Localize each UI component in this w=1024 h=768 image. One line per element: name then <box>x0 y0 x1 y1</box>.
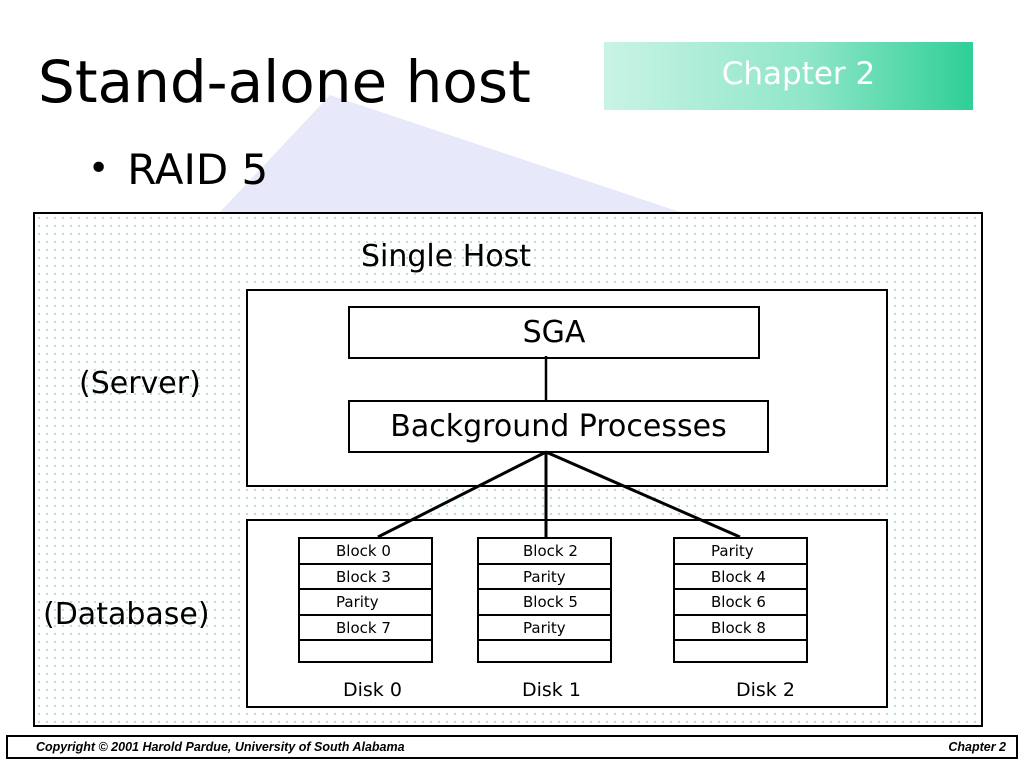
block-cell <box>479 641 610 667</box>
chapter-badge: Chapter 2 <box>604 42 973 110</box>
block-cell: Block 6 <box>675 590 806 616</box>
database-label: (Database) <box>43 597 210 632</box>
block-cell <box>300 641 431 667</box>
block-cell: Parity <box>479 616 610 642</box>
background-processes-label: Background Processes <box>390 409 727 444</box>
block-cell: Block 4 <box>675 565 806 591</box>
block-cell: Parity <box>675 539 806 565</box>
block-cell: Block 5 <box>479 590 610 616</box>
disk-0: Block 0 Block 3 Parity Block 7 <box>298 537 433 663</box>
bullet-dot-icon: • <box>88 148 110 189</box>
footer-bar: Copyright © 2001 Harold Pardue, Universi… <box>6 735 1018 759</box>
block-cell: Block 2 <box>479 539 610 565</box>
block-cell: Block 8 <box>675 616 806 642</box>
server-label: (Server) <box>79 366 201 401</box>
slide-title: Stand-alone host <box>38 48 531 116</box>
disk-2-label: Disk 2 <box>736 679 795 701</box>
bullet-item: • RAID 5 <box>88 138 268 201</box>
bullet-text: RAID 5 <box>127 145 269 194</box>
footer-chapter: Chapter 2 <box>948 740 1006 754</box>
disk-1: Block 2 Parity Block 5 Parity <box>477 537 612 663</box>
chapter-badge-label: Chapter 2 <box>721 56 876 92</box>
disk-0-label: Disk 0 <box>343 679 402 701</box>
block-cell: Block 3 <box>300 565 431 591</box>
block-cell <box>675 641 806 667</box>
block-cell: Block 7 <box>300 616 431 642</box>
block-cell: Block 0 <box>300 539 431 565</box>
sga-label: SGA <box>522 315 586 350</box>
block-cell: Parity <box>300 590 431 616</box>
sga-box: SGA <box>348 306 760 359</box>
disk-2: Parity Block 4 Block 6 Block 8 <box>673 537 808 663</box>
footer-copyright: Copyright © 2001 Harold Pardue, Universi… <box>36 740 405 754</box>
block-cell: Parity <box>479 565 610 591</box>
disk-1-label: Disk 1 <box>522 679 581 701</box>
host-label: Single Host <box>361 239 532 274</box>
background-processes-box: Background Processes <box>348 400 769 453</box>
